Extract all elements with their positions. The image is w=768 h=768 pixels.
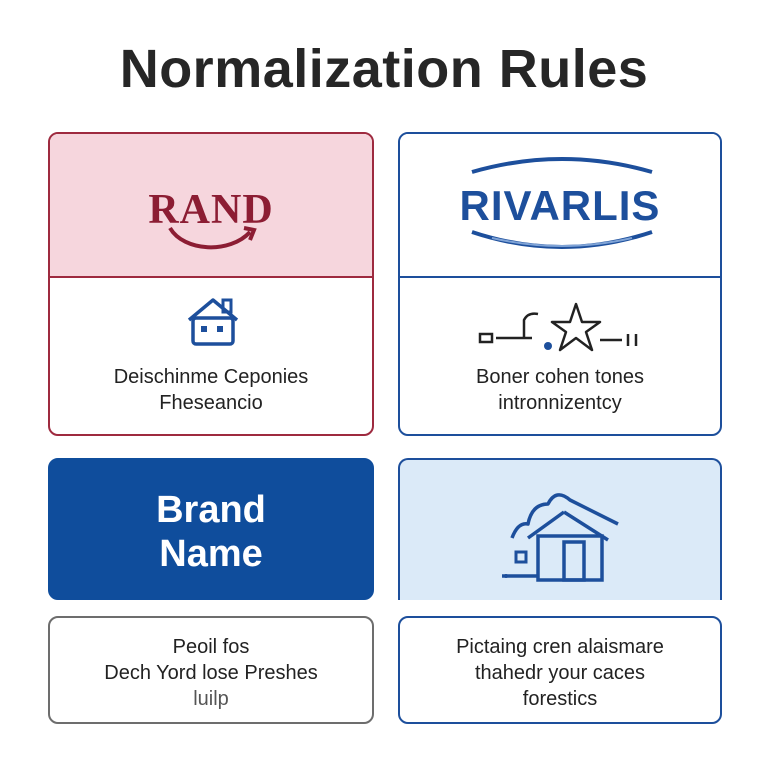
- house-sketch-icon: [502, 493, 619, 582]
- card-house-sketch[interactable]: [398, 458, 722, 600]
- card-rand-header: RAND: [50, 134, 372, 278]
- card-rivarlis-body: Boner cohen tones intronnizentcy: [400, 278, 720, 434]
- caption-line: forestics: [522, 688, 598, 710]
- caption-line: intronnizentcy: [498, 392, 622, 414]
- card-rivarlis-header: RIVARLIS: [400, 134, 720, 278]
- card-brand-name[interactable]: Brand Name: [48, 458, 374, 600]
- card-bottom-left[interactable]: Peoil fos Dech Yord lose Preshes luilp: [48, 616, 374, 724]
- card-bottom-right-text: Pictaing cren alaismare thahedr your cac…: [400, 634, 720, 712]
- star-connector-icon: [478, 302, 638, 352]
- house-icon: [187, 298, 239, 346]
- card-rand-caption: Deischinme Ceponies Fheseancio: [50, 364, 372, 416]
- caption-line: thahedr your caces: [474, 662, 646, 684]
- brand-line: Name: [159, 533, 263, 575]
- rivarlis-logo: RIVARLIS: [459, 182, 661, 229]
- card-rand[interactable]: RAND Deischinme Ceponies Fheseancio: [48, 132, 374, 436]
- swoosh-arrow-icon: [168, 226, 257, 250]
- caption-line: luilp: [193, 688, 229, 710]
- card-rivarlis-caption: Boner cohen tones intronnizentcy: [400, 364, 720, 416]
- caption-line: Deischinme Ceponies: [113, 366, 309, 388]
- brand-name-label: Brand Name: [50, 488, 372, 576]
- card-rand-body: Deischinme Ceponies Fheseancio: [50, 278, 372, 434]
- card-rivarlis[interactable]: RIVARLIS Boner cohen tones intronnizentc…: [398, 132, 722, 436]
- caption-line: Pictaing cren alaismare: [456, 636, 664, 658]
- caption-line: Peoil fos: [172, 636, 250, 658]
- caption-line: Boner cohen tones: [476, 366, 644, 388]
- page-title: Normalization Rules: [119, 39, 649, 99]
- card-bottom-left-text: Peoil fos Dech Yord lose Preshes luilp: [50, 634, 372, 712]
- caption-line: Dech Yord lose Preshes: [104, 662, 318, 684]
- card-bottom-right[interactable]: Pictaing cren alaismare thahedr your cac…: [398, 616, 722, 724]
- brand-line: Brand: [156, 489, 266, 531]
- rand-logo: RAND: [50, 186, 372, 234]
- logo-arc-bottom: [471, 230, 653, 249]
- rand-logo-text: RAND: [148, 187, 274, 233]
- caption-line: Fheseancio: [159, 392, 263, 414]
- logo-arc-top: [471, 157, 653, 174]
